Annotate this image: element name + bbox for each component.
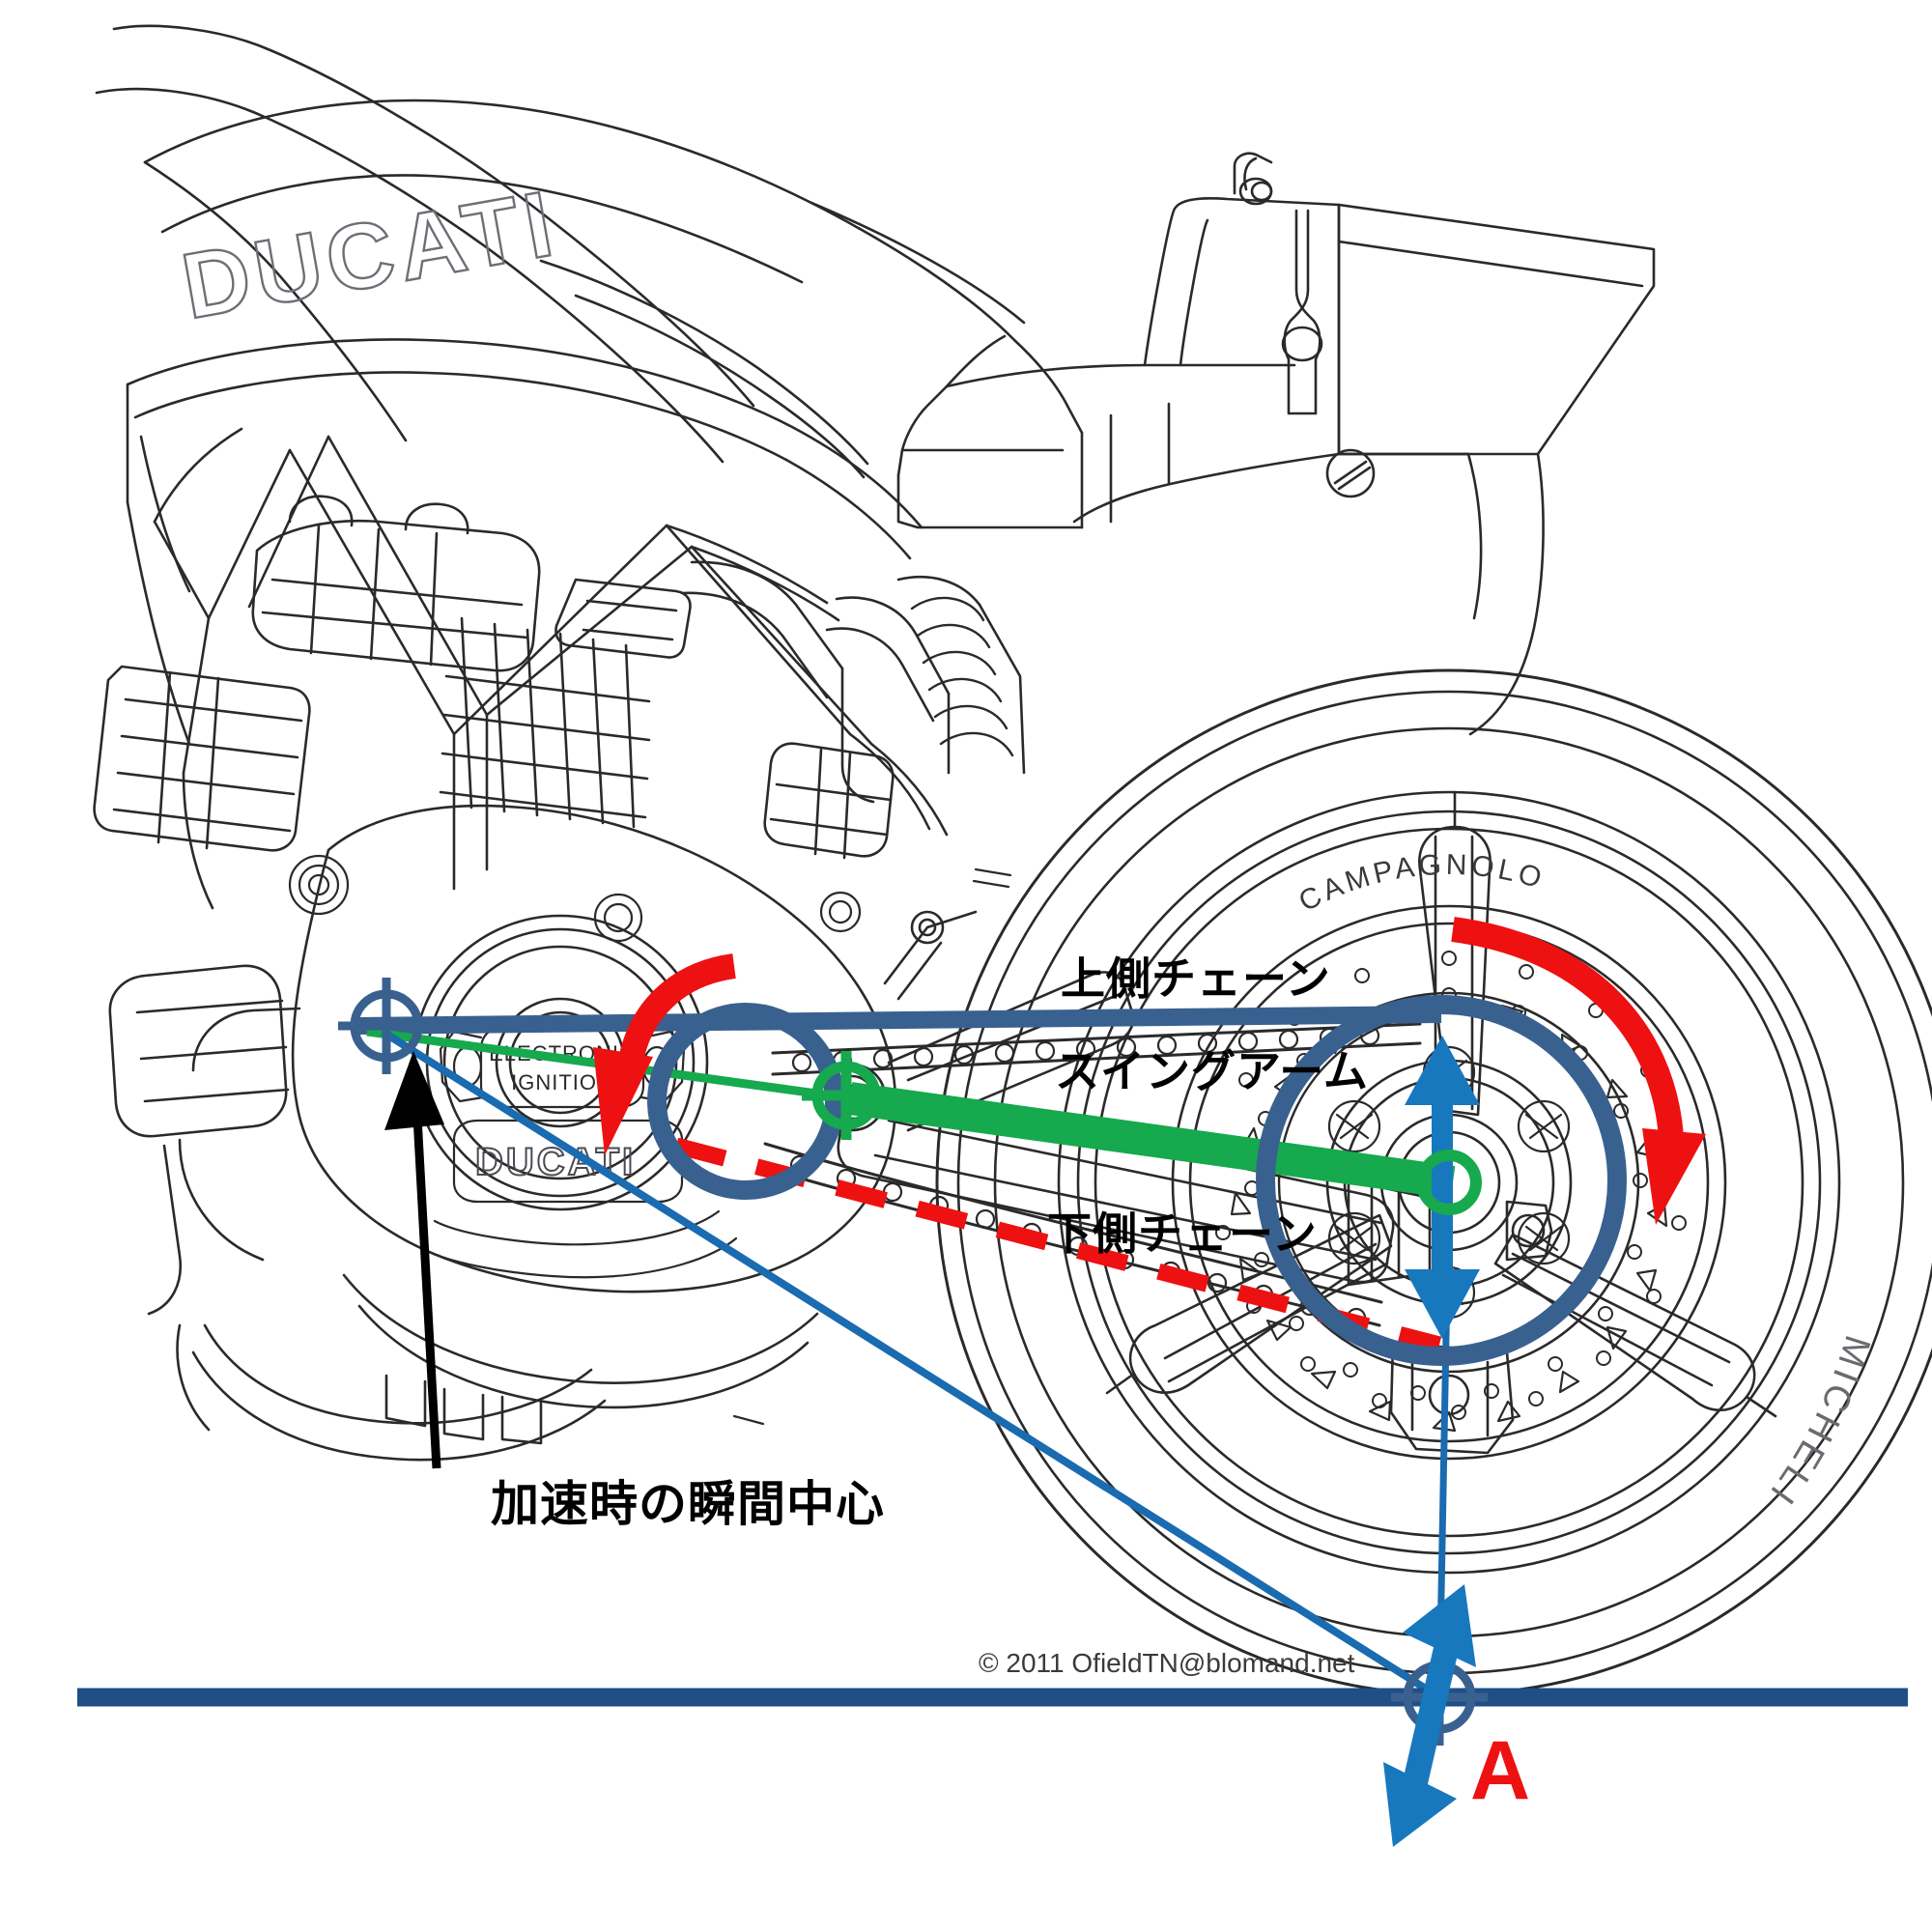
- intake-group: [680, 560, 1026, 860]
- contact-patch-double-arrow: [1383, 1584, 1476, 1847]
- label-contact-patch-a: A: [1470, 1724, 1531, 1817]
- rear-axle-double-arrow: [1405, 1036, 1480, 1339]
- ignition-badge-line2: IGNITION: [511, 1070, 613, 1094]
- frame-trellis-group: [126, 338, 949, 910]
- front-sprocket-circle: [647, 1003, 844, 1200]
- label-upper-chain: 上側チェーン: [1061, 952, 1331, 1005]
- instant-center-marker: [338, 978, 435, 1074]
- label-lower-chain: 下側チェーン: [1047, 1208, 1318, 1260]
- bodywork-group: [95, 24, 1656, 736]
- upper-chain-line: [358, 1006, 1442, 1035]
- misc-parts-group: [288, 854, 1012, 1426]
- instant-center-pointer: [384, 1051, 444, 1469]
- rear-rotation-arrow: [1451, 917, 1706, 1225]
- engine-group: [93, 495, 897, 1462]
- swingarm-line-thick: [847, 1082, 1456, 1199]
- ic-to-contact-line: [380, 1028, 1442, 1701]
- tank-logo-text: DUCATI: [175, 171, 565, 338]
- front-rotation-arrow: [593, 953, 737, 1155]
- rear-axle-marker: [1416, 1150, 1482, 1215]
- rear-sprocket-circle: [1256, 995, 1627, 1366]
- label-swingarm: スイングアーム: [1055, 1045, 1369, 1097]
- swingarm-pivot-marker: [802, 1051, 891, 1140]
- credit-text: © 2011 OfieldTN@blomand.net: [979, 1648, 1355, 1678]
- label-instant-center: 加速時の瞬間中心: [491, 1476, 885, 1532]
